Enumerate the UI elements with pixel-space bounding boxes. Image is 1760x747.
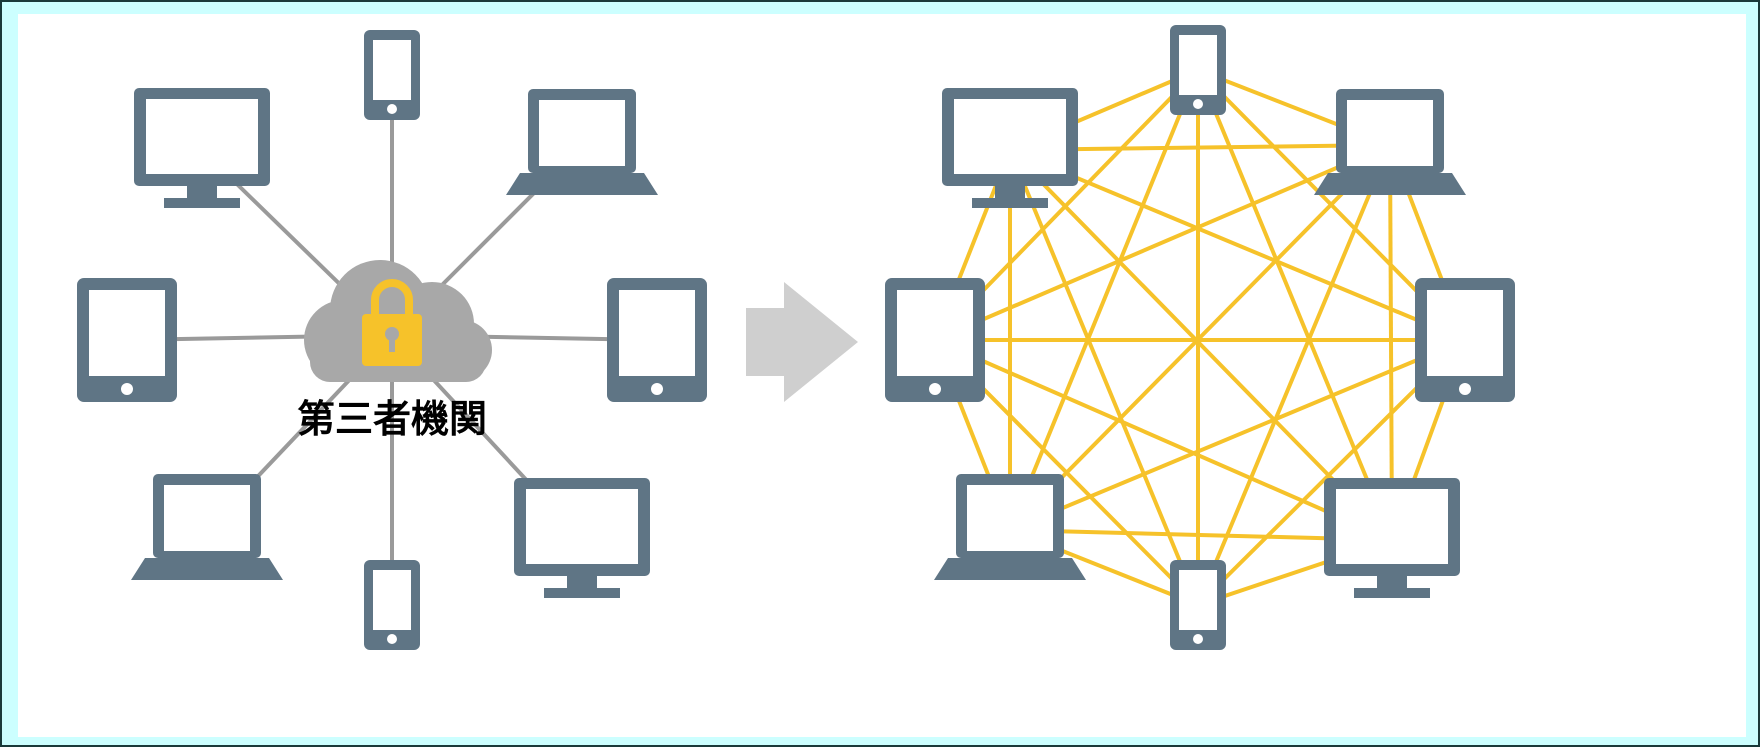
- cloud-lock-icon: [304, 260, 492, 382]
- peer-connections: [933, 68, 1467, 607]
- right-arrow-icon: [746, 282, 858, 402]
- monitor-icon: [134, 88, 270, 208]
- tablet-icon: [77, 278, 177, 402]
- monitor-icon: [1324, 478, 1460, 598]
- peer-link: [1388, 144, 1394, 541]
- peer-link: [1008, 149, 1200, 606]
- laptop-icon: [506, 89, 658, 195]
- monitor-icon: [942, 88, 1078, 208]
- monitor-icon: [514, 478, 650, 598]
- laptop-icon: [131, 474, 283, 580]
- hub-label: 第三者機関: [297, 397, 487, 441]
- peer-link: [1009, 148, 1466, 342]
- phone-icon: [1170, 560, 1226, 650]
- tablet-icon: [1415, 278, 1515, 402]
- phone-icon: [364, 560, 420, 650]
- tablet-icon: [607, 278, 707, 402]
- lock-icon: [362, 279, 422, 366]
- peer-link: [1008, 143, 1392, 532]
- phone-icon: [364, 30, 420, 120]
- phone-icon: [1170, 25, 1226, 115]
- peer-link: [1008, 148, 1394, 542]
- peer-link: [1009, 338, 1466, 532]
- laptop-icon: [934, 474, 1086, 580]
- tablet-icon: [885, 278, 985, 402]
- laptop-icon: [1314, 89, 1466, 195]
- peer-link: [1196, 144, 1392, 606]
